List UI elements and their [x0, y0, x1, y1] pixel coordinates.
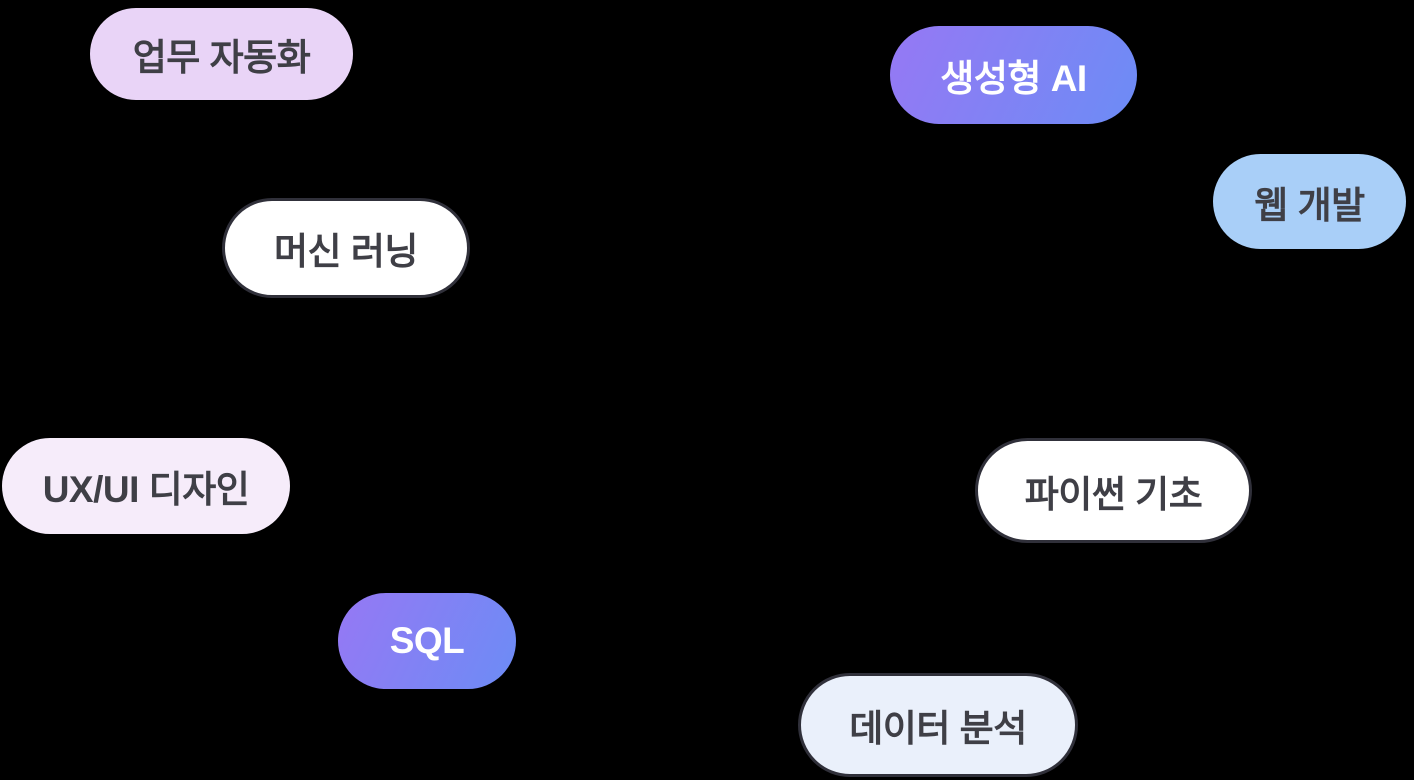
tag-data-analysis-label: 데이터 분석: [849, 708, 1027, 749]
tag-sql-label: SQL: [389, 620, 465, 661]
tag-generative-ai-label: 생성형 AI: [940, 58, 1087, 99]
tag-generative-ai[interactable]: 생성형 AI: [890, 26, 1137, 124]
tag-web-development[interactable]: 웹 개발: [1213, 154, 1406, 249]
tag-data-analysis[interactable]: 데이터 분석: [798, 673, 1078, 777]
tag-uxui-design[interactable]: UX/UI 디자인: [2, 438, 290, 534]
tag-python-basics-label: 파이썬 기초: [1024, 473, 1203, 515]
tag-work-automation-label: 업무 자동화: [132, 37, 311, 78]
tag-machine-learning-label: 머신 러닝: [274, 231, 418, 272]
tag-work-automation[interactable]: 업무 자동화: [90, 8, 353, 100]
tag-machine-learning[interactable]: 머신 러닝: [222, 198, 470, 298]
tag-sql[interactable]: SQL: [338, 593, 516, 689]
tag-python-basics[interactable]: 파이썬 기초: [975, 438, 1252, 543]
tag-web-development-label: 웹 개발: [1254, 184, 1365, 226]
tag-uxui-design-label: UX/UI 디자인: [42, 469, 250, 510]
